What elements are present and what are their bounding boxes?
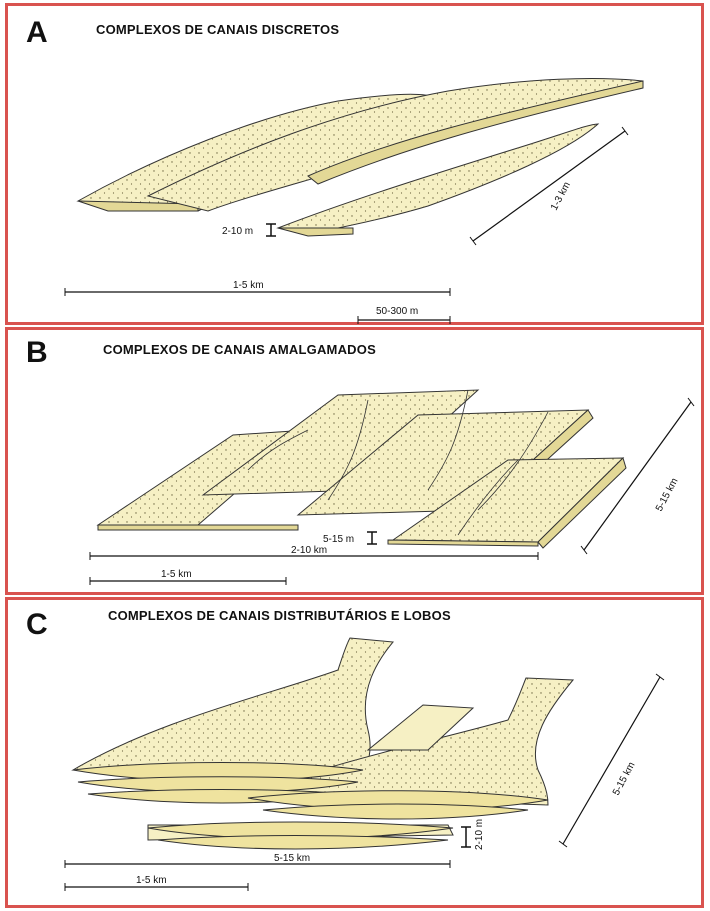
thickness-label: 2-10 m (222, 226, 253, 237)
width-sub-scale: 1-5 km (90, 569, 286, 585)
thickness-label: 5-15 m (323, 534, 354, 545)
discrete-channels-diagram: 2-10 m 1-5 km 50-300 m 1-3 km (8, 6, 707, 328)
width-total-label: 1-5 km (233, 280, 264, 291)
thickness-scale: 2-10 m (222, 224, 276, 237)
width-scale: 1-5 km (65, 280, 450, 296)
amalgamated-channels-diagram: 5-15 m 2-10 km 1-5 km 5-15 km (8, 330, 707, 598)
width-total-scale: 2-10 km (90, 545, 538, 560)
panel-c: C COMPLEXOS DE CANAIS DISTRIBUTÁRIOS E L… (5, 597, 704, 908)
panel-a: A COMPLEXOS DE CANAIS DISCRETOS (5, 3, 704, 325)
panel-b: B COMPLEXOS DE CANAIS AMALGAMADOS (5, 327, 704, 595)
distributary-lobes-diagram: 2-10 m 5-15 km 1-5 km 5-15 km (8, 600, 707, 911)
length-label: 5-15 km (611, 760, 638, 797)
thickness-label: 2-10 m (474, 819, 485, 850)
channel-width-scale: 50-300 m (358, 306, 450, 324)
length-label: 1-3 km (549, 180, 573, 212)
width-total-scale: 5-15 km (65, 853, 450, 868)
length-scale: 5-15 km (559, 674, 664, 847)
width-sub-label: 1-5 km (161, 569, 192, 580)
width-sub-scale: 1-5 km (65, 875, 248, 891)
channel-sheet (98, 390, 626, 548)
thickness-scale: 2-10 m (461, 819, 485, 850)
width-total-label: 5-15 km (274, 853, 310, 864)
width-total-label: 2-10 km (291, 545, 327, 556)
thickness-scale: 5-15 m (323, 532, 377, 545)
length-label: 5-15 km (654, 476, 681, 513)
width-sub-label: 1-5 km (136, 875, 167, 886)
channel-width-label: 50-300 m (376, 306, 418, 317)
